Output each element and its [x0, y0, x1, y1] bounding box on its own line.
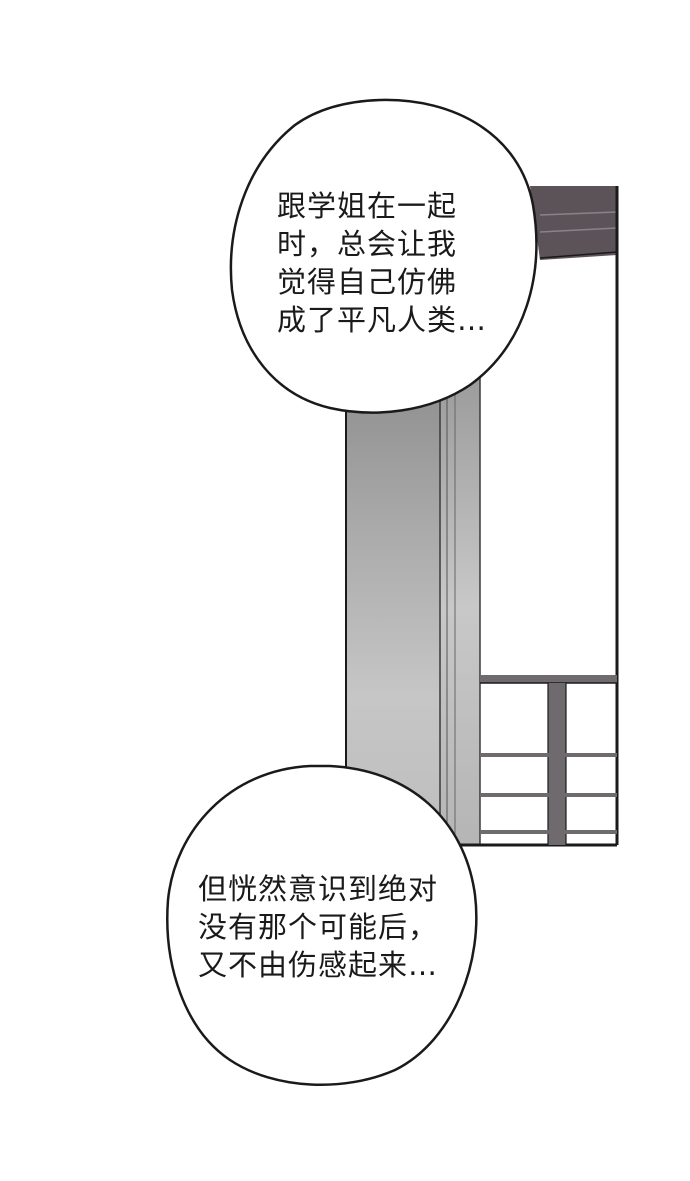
lattice-railing	[480, 675, 617, 845]
speech-text-bottom: 但恍然意识到绝对 没有那个可能后， 又不由伤感起来…	[198, 870, 438, 984]
speech-text-top: 跟学姐在一起 时，总会让我 觉得自己仿佛 成了平凡人类…	[277, 187, 487, 339]
speech-line: 没有那个可能后，	[198, 910, 439, 944]
speech-line: 成了平凡人类…	[277, 303, 488, 337]
speech-line: 又不由伤感起来…	[198, 948, 439, 982]
door-jamb	[440, 370, 480, 845]
speech-bubble-top	[229, 98, 538, 414]
room-scene	[345, 186, 619, 847]
speech-line: 但恍然意识到绝对	[198, 872, 439, 906]
speech-bubble-bottom	[166, 764, 478, 1086]
speech-line: 觉得自己仿佛	[277, 265, 458, 299]
speech-line: 时，总会让我	[277, 227, 458, 261]
gray-wall	[346, 350, 442, 845]
speech-line: 跟学姐在一起	[277, 189, 458, 223]
ceiling-beam	[530, 186, 617, 260]
